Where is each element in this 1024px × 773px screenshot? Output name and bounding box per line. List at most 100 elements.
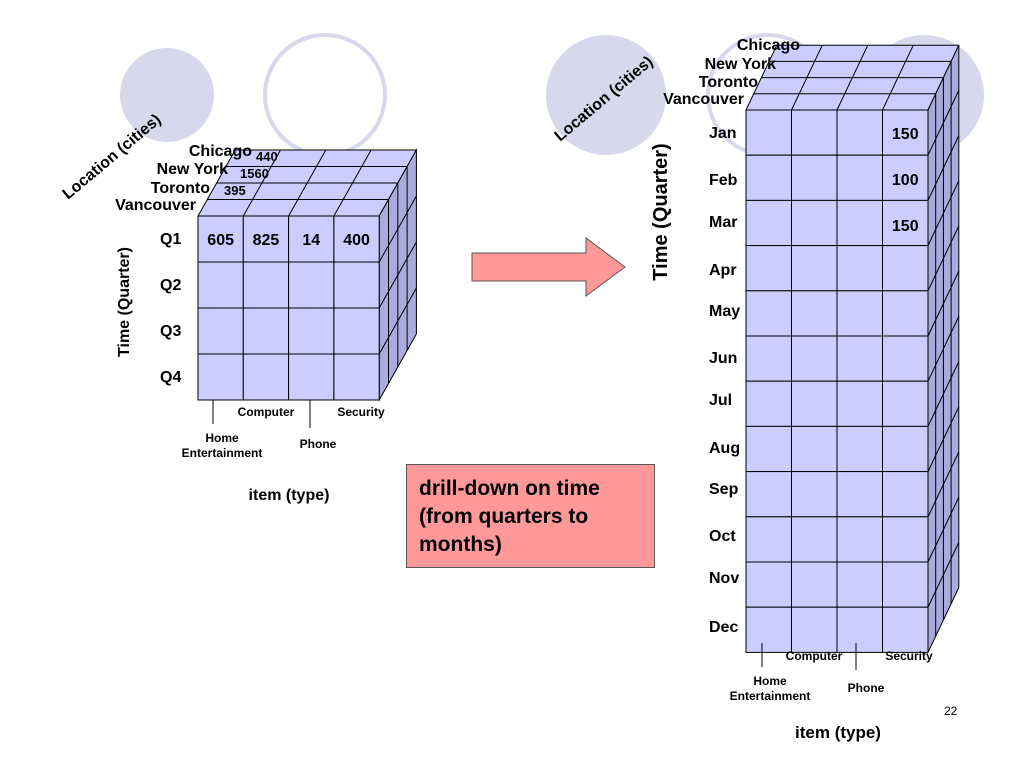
right-cell-value: 150 <box>892 218 919 235</box>
right-cube-cell <box>791 245 838 292</box>
right-item-label: Phone <box>848 681 885 695</box>
right-cube-cell <box>745 516 792 563</box>
drill-down-arrow <box>471 237 626 297</box>
right-cube-cell <box>882 516 929 563</box>
right-row-label: Feb <box>709 172 738 189</box>
right-cube-cell <box>791 199 838 247</box>
right-cube-side-grid-line <box>927 180 960 246</box>
left-cube-cell <box>242 215 290 263</box>
page-number: 22 <box>944 704 958 718</box>
right-cube-cell <box>745 245 792 292</box>
right-cube-cell <box>882 154 929 201</box>
right-item-label: Computer <box>786 649 843 663</box>
right-item-label: Home <box>753 674 787 688</box>
left-city-label: Vancouver <box>115 197 196 214</box>
right-cube-cell <box>745 561 792 608</box>
right-row-label: Apr <box>709 262 737 279</box>
left-cube-side-grid-line <box>378 241 417 309</box>
left-depth-value: 395 <box>224 183 246 198</box>
left-cell-value: 825 <box>253 232 280 249</box>
right-row-label: Dec <box>709 619 738 636</box>
left-cube-cell <box>197 307 244 355</box>
right-city-label: Chicago <box>737 37 800 54</box>
left-item-label: Home <box>205 431 239 445</box>
decorative-circle <box>546 35 666 155</box>
right-item-label: Entertainment <box>730 689 811 703</box>
right-cube-side-grid-line <box>927 406 960 472</box>
right-cube-cell <box>882 561 929 608</box>
right-cube-cell <box>836 606 883 653</box>
right-cube-cell <box>791 471 838 518</box>
left-city-label: Chicago <box>189 143 252 160</box>
right-cube-cell <box>882 199 929 247</box>
right-cube-side-grid-line <box>927 270 960 337</box>
left-cell-value: 605 <box>207 232 234 249</box>
right-city-label: Toronto <box>699 74 758 91</box>
left-row-label: Q3 <box>160 323 181 340</box>
right-time-axis-label: Time (Quarter) <box>650 143 672 280</box>
right-row-label: May <box>709 303 740 320</box>
left-cube-cell <box>288 215 335 263</box>
right-cube-cell <box>791 109 838 156</box>
right-cube-side-grid-line <box>927 316 960 382</box>
right-cube-cell <box>791 335 838 382</box>
right-row-label: Aug <box>709 440 740 457</box>
right-cube-side-grid-line <box>927 90 960 156</box>
left-depth-value: 440 <box>256 149 278 164</box>
right-cube-cell <box>745 380 792 427</box>
decorative-circle <box>120 48 214 142</box>
right-cube-cell <box>882 471 929 518</box>
right-cube-cell <box>836 290 883 337</box>
right-cube-cell <box>836 154 883 201</box>
left-cell-value: 14 <box>302 232 320 249</box>
right-row-label: Sep <box>709 481 739 498</box>
right-cube-cell <box>882 380 929 427</box>
left-cube-cell <box>197 353 244 401</box>
right-cube-cell <box>882 335 929 382</box>
right-cube-cell <box>791 606 838 653</box>
left-item-label: Security <box>337 405 385 419</box>
right-cube-cell <box>882 425 929 473</box>
right-cube-cell <box>745 425 792 473</box>
left-location-axis-label: Location (cities) <box>60 111 165 203</box>
right-city-label: New York <box>705 56 777 73</box>
right-cube-cell <box>836 425 883 473</box>
right-cube-cell <box>745 199 792 247</box>
right-row-label: Nov <box>709 570 739 587</box>
right-cube-side-grid-line <box>927 225 960 292</box>
left-city-label: New York <box>157 161 229 178</box>
right-cube-cell <box>836 561 883 608</box>
right-cube-cell <box>882 606 929 653</box>
right-cube-cell <box>745 154 792 201</box>
left-item-label: Entertainment <box>182 446 263 460</box>
right-cube-cell <box>836 471 883 518</box>
left-depth-value: 1560 <box>240 166 269 181</box>
right-cube-cell <box>791 154 838 201</box>
right-cube-cell <box>791 516 838 563</box>
right-cube-cell <box>836 245 883 292</box>
left-cube-cell <box>242 261 290 309</box>
left-row-label: Q4 <box>160 369 181 386</box>
right-cube-cell <box>836 109 883 156</box>
right-row-label: Oct <box>709 528 736 545</box>
left-cube-cell <box>197 261 244 309</box>
right-city-label: Vancouver <box>663 91 744 108</box>
right-cube-cell <box>791 425 838 473</box>
right-cube-cell <box>745 290 792 337</box>
right-cube-cell <box>836 199 883 247</box>
right-item-axis-label: item (type) <box>795 723 881 742</box>
right-cube-cell <box>791 380 838 427</box>
right-cube-side-grid-line <box>927 135 960 201</box>
left-cube-cell <box>242 353 290 401</box>
left-cube-cell <box>288 261 335 309</box>
left-time-axis-label: Time (Quarter) <box>116 247 133 357</box>
left-city-label: Toronto <box>151 180 210 197</box>
right-cube-cell <box>836 335 883 382</box>
left-cube-cell <box>333 261 380 309</box>
right-cube-cell <box>882 290 929 337</box>
right-cell-value: 150 <box>892 126 919 143</box>
